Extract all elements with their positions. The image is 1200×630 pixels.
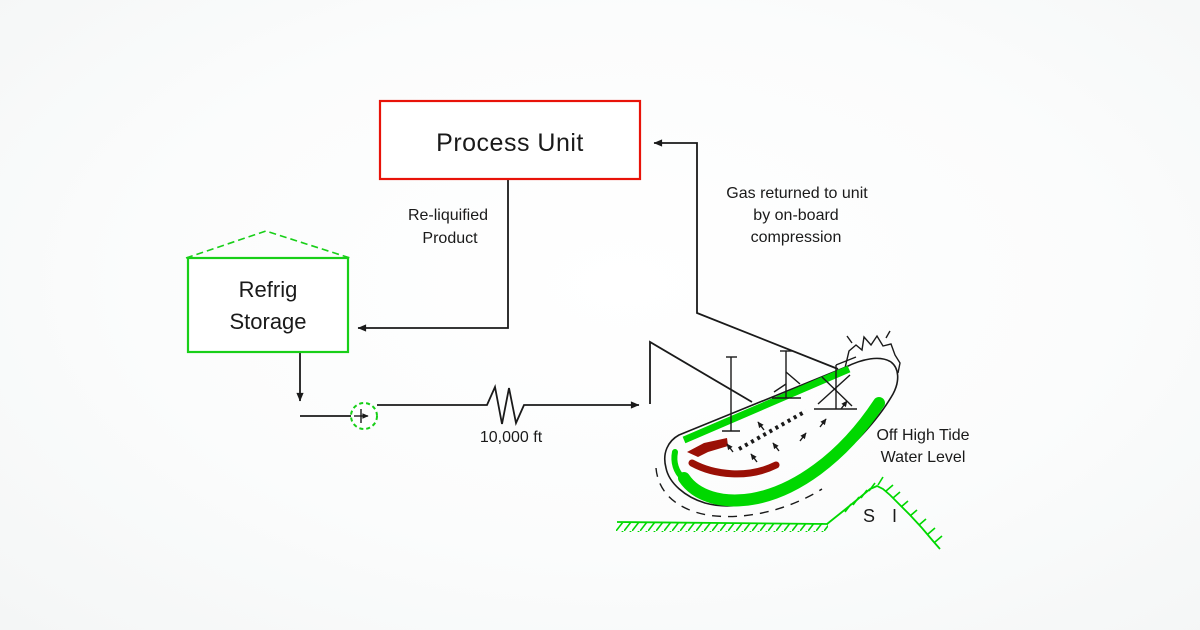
shoreline-icon: [616, 476, 943, 550]
svg-text:Gas returned to unit: Gas returned to unit: [726, 185, 868, 202]
gas-return-pipe: [653, 139, 839, 370]
refrig-storage-label: Refrig: [239, 277, 298, 302]
pipe-riser-to-ship: [649, 340, 753, 404]
svg-text:Re-liquified: Re-liquified: [408, 207, 488, 224]
ship-antenna: [885, 330, 891, 339]
ship-deck-hatches: [738, 409, 807, 451]
refrig-roof: [185, 230, 351, 259]
svg-text:Water Level: Water Level: [881, 449, 966, 466]
shore-label: S I: [863, 506, 903, 526]
svg-text:compression: compression: [751, 229, 842, 246]
reliquified-product-label: Re-liquified Product: [408, 207, 488, 247]
ship-antenna: [846, 335, 853, 344]
ship-bottom-stripe: [678, 397, 885, 507]
pump-icon: [350, 402, 378, 430]
process-unit-box: Process Unit: [378, 99, 642, 181]
hill-hatch: [844, 476, 943, 543]
ship-derrick: [814, 356, 857, 410]
lng-tanker-icon: [655, 330, 901, 518]
ship-bow-patch: [687, 438, 728, 457]
refrig-storage-box: Refrig Storage: [185, 230, 351, 354]
ship-stern-structure: [844, 334, 901, 374]
tide-level-label: Off High Tide Water Level: [876, 427, 969, 466]
seabed-hatch: [616, 523, 828, 532]
gas-return-label: Gas returned to unit by on-board compres…: [726, 185, 868, 246]
pipeline-with-break: [377, 384, 640, 426]
svg-text:Off High Tide: Off High Tide: [876, 427, 969, 444]
ship-mast: [722, 356, 740, 432]
ship-mast: [772, 350, 801, 399]
svg-text:by on-board: by on-board: [753, 207, 838, 224]
distance-label: 10,000 ft: [480, 429, 543, 446]
svg-text:Product: Product: [422, 230, 478, 247]
ship-water-shadow: [655, 467, 823, 518]
ship-deck-arrows: [726, 400, 848, 463]
process-unit-label: Process Unit: [436, 129, 584, 157]
ship-waterline-patch: [688, 459, 780, 478]
ship-deck-stripe: [682, 365, 851, 444]
pipe-process-to-storage: [357, 179, 509, 332]
refrig-storage-label: Storage: [229, 309, 306, 334]
